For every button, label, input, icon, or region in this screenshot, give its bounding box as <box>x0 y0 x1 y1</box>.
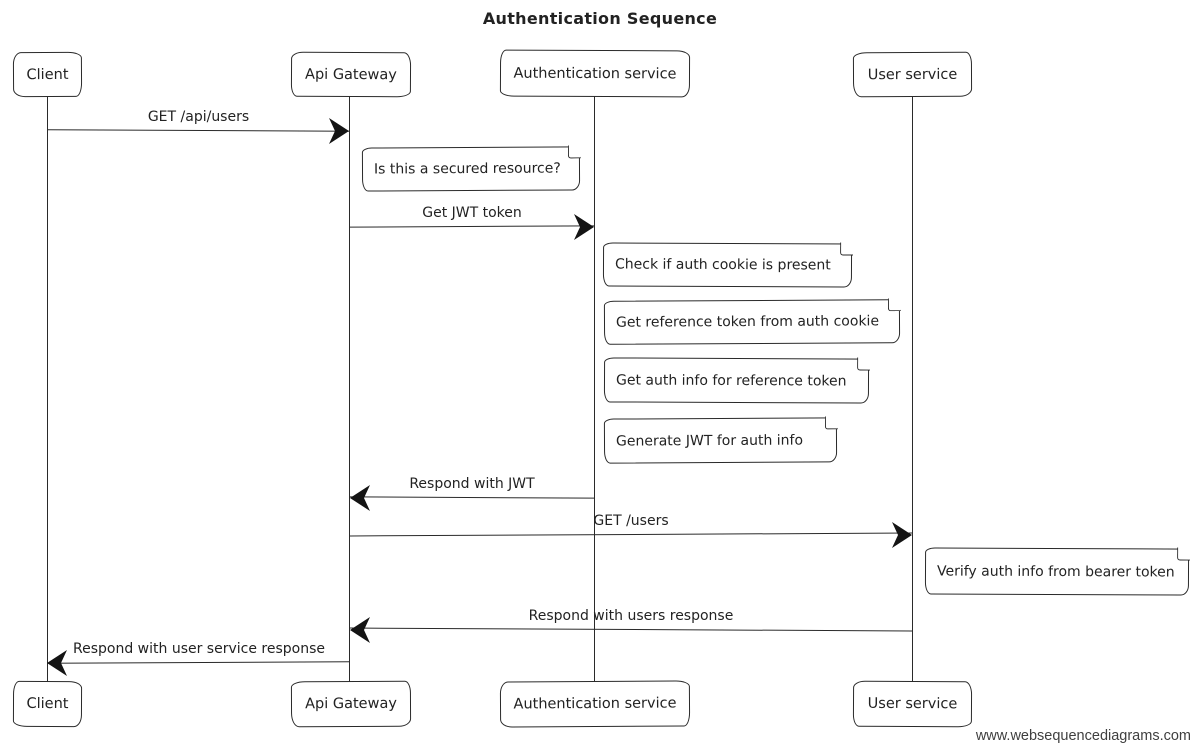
message-label: GET /api/users <box>147 109 250 125</box>
participant-bottom-api-gateway: Api Gateway <box>290 680 412 728</box>
participant-label: Authentication service <box>513 65 677 82</box>
note-text: Check if auth cookie is present <box>614 256 831 274</box>
participant-label: Authentication service <box>513 695 677 713</box>
note-secured-resource: Is this a secured resource? <box>361 145 581 192</box>
participant-label: Api Gateway <box>305 66 397 83</box>
participant-label: Client <box>26 695 69 713</box>
participant-bottom-user-service: User service <box>852 680 973 728</box>
message-line <box>47 661 351 664</box>
message-line <box>349 225 595 228</box>
note-get-reference-token: Get reference token from auth cookie <box>603 298 901 345</box>
message-label: Get JWT token <box>422 205 522 221</box>
note-fold-icon <box>824 416 838 430</box>
note-check-auth-cookie: Check if auth cookie is present <box>602 242 853 288</box>
note-get-auth-info: Get auth info for reference token <box>603 357 870 404</box>
diagram-title: Authentication Sequence <box>482 9 718 28</box>
lifeline-user-service <box>912 96 913 682</box>
note-text: Generate JWT for auth info <box>615 432 804 450</box>
message-line <box>350 532 912 537</box>
note-text: Get reference token from auth cookie <box>615 313 880 331</box>
message-label: Respond with users response <box>528 608 734 624</box>
message-label: Respond with user service response <box>73 641 325 657</box>
note-fold-icon <box>1176 547 1190 561</box>
message-line <box>350 627 912 632</box>
note-fold-icon <box>856 357 870 371</box>
message-label: Respond with JWT <box>409 476 535 492</box>
participant-bottom-client: Client <box>12 680 83 728</box>
participant-label: Client <box>26 66 69 83</box>
watermark: www.websequencediagrams.com <box>975 728 1191 744</box>
lifeline-api-gateway <box>349 96 350 682</box>
note-fold-icon <box>887 298 901 312</box>
participant-label: User service <box>867 66 958 83</box>
participant-bottom-authentication-service: Authentication service <box>499 680 691 728</box>
note-verify-auth-info: Verify auth info from bearer token <box>924 547 1190 596</box>
participant-top-client: Client <box>12 51 83 98</box>
message-label: GET /users <box>593 513 669 529</box>
note-fold-icon <box>567 145 581 159</box>
participant-top-authentication-service: Authentication service <box>499 49 691 98</box>
note-text: Is this a secured resource? <box>373 160 561 178</box>
note-text: Get auth info for reference token <box>615 371 847 389</box>
participant-label: User service <box>867 695 958 713</box>
participant-label: Api Gateway <box>305 695 397 713</box>
note-fold-icon <box>839 242 853 256</box>
participant-top-user-service: User service <box>852 51 973 98</box>
note-generate-jwt: Generate JWT for auth info <box>603 416 838 464</box>
lifeline-client <box>47 96 48 682</box>
message-line <box>349 496 595 499</box>
participant-top-api-gateway: Api Gateway <box>290 51 412 98</box>
note-text: Verify auth info from bearer token <box>936 562 1175 581</box>
lifeline-authentication-service <box>594 96 595 682</box>
message-line <box>47 129 350 132</box>
